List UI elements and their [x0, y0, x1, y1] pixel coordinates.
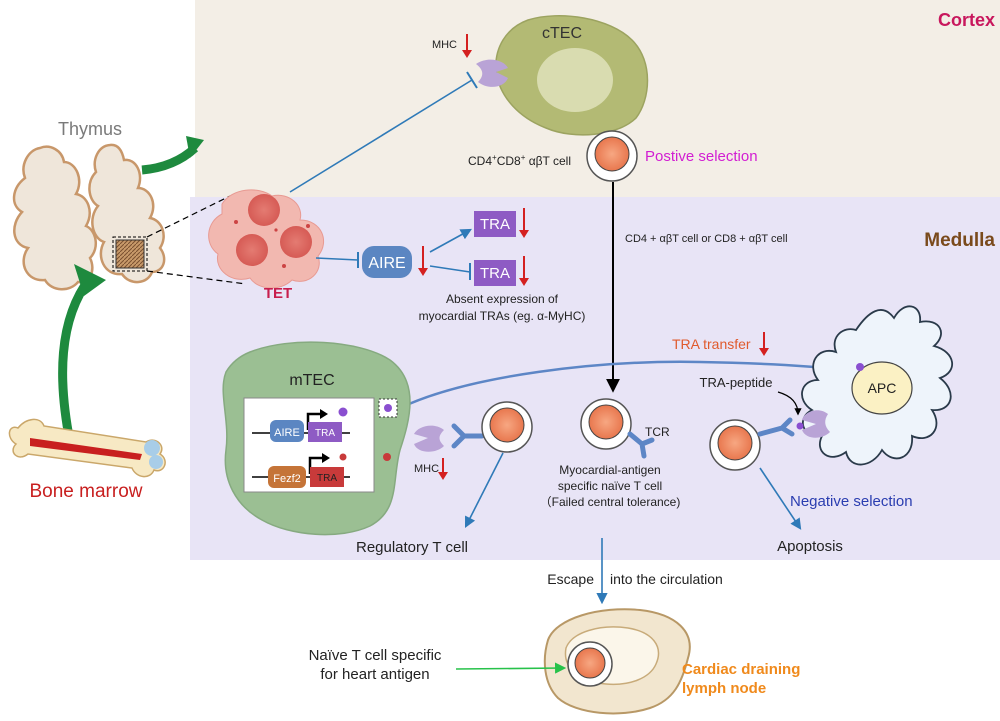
positive-selection-label: Postive selection [645, 148, 758, 165]
thymus-label: Thymus [58, 119, 122, 139]
apc-mhc-icon [802, 410, 830, 438]
inset-tra1-box [308, 422, 342, 442]
tra-bottom-box [474, 260, 516, 286]
treg-precursor-nucleus [489, 407, 525, 443]
tra-transfer-down-arrowhead [759, 348, 769, 356]
gene-expression-inset [243, 397, 375, 493]
tet-inhibit-mhc-bar [466, 71, 478, 89]
inset-aire-label: AIRE [274, 427, 300, 439]
aire-box [362, 246, 412, 278]
treg-tcr-icon [451, 423, 485, 449]
tet-cluster [208, 189, 324, 289]
inset-fezf2-box [268, 466, 306, 488]
naive-tcr-icon [627, 431, 655, 459]
apc-nucleus [851, 361, 913, 415]
thymus-left-lobe [12, 145, 98, 291]
thymus-to-cortex-arrow [141, 144, 199, 175]
lymph-node-line1: Cardiac draining [682, 661, 800, 678]
transfer-source-dot [384, 404, 392, 412]
zoom-line-bottom [146, 270, 247, 285]
apc-label: APC [868, 380, 897, 396]
lymph-node-tcell-nucleus [574, 647, 606, 679]
aire-to-tra-arrow [429, 228, 472, 253]
tet-label: TET [264, 285, 292, 302]
mtec-mhc-label: MHC [414, 463, 439, 475]
regulatory-label: Regulatory T cell [356, 539, 468, 556]
naive-line2: specific naïve T cell [558, 479, 662, 493]
thymus-to-cortex-arrowhead [186, 136, 204, 158]
tra-top-box [474, 211, 516, 237]
tra-peptide-dot [796, 422, 804, 430]
tra-peptide-pointer [777, 391, 802, 416]
tra-bottom-down-arrowhead [519, 278, 529, 286]
tra-peptide-label: TRA-peptide [700, 375, 773, 390]
ctec-mhc-down-arrowhead [462, 50, 472, 58]
tra-bottom-label: TRA [480, 265, 510, 282]
mtec-mhc-down-arrowhead [438, 472, 448, 480]
inset-fezf2-label: Fezf2 [273, 473, 301, 485]
promoter-arrowhead-1 [320, 409, 328, 419]
absent-expression-line2: myocardial TRAs (eg. α-MyHC) [419, 309, 586, 323]
inset-tra1-label: TRA [315, 428, 335, 439]
tumor-region-icon [115, 239, 145, 269]
tra-top-down-arrowhead [519, 230, 529, 238]
bone-marrow-arrow [58, 275, 94, 443]
mtec-label: mTEC [289, 372, 334, 389]
naive-heart-line1: Naïve T cell specific [309, 647, 442, 664]
promoter-arrowhead-2 [322, 453, 330, 463]
sp-cell-label: CD4 + αβT cell or CD8 + αβT cell [625, 233, 788, 245]
tra-transfer-line [399, 360, 849, 410]
naive-line1: Myocardial-antigen [559, 463, 660, 477]
circulation-label: into the circulation [610, 571, 723, 587]
tra-transfer-label: TRA transfer [672, 336, 751, 352]
ctec-nucleus [537, 48, 613, 112]
lymph-node-line2: lymph node [682, 680, 766, 697]
tet-inhibit-mhc-line [289, 79, 473, 193]
cortex-title: Cortex [938, 10, 995, 30]
naive-line3: （Failed central tolerance) [540, 495, 681, 509]
tet-inhibit-aire-line [315, 257, 359, 261]
ctec-label: cTEC [542, 25, 582, 42]
naive-tcell-nucleus [588, 404, 624, 440]
dp-cell-label: CD4+CD8+ αβT cell [468, 153, 571, 168]
zoom-box [112, 236, 148, 272]
aire-label: AIRE [368, 255, 405, 272]
bone-icon [8, 418, 166, 478]
zoom-line-top [146, 195, 231, 238]
aire-to-tra-inhibit-line [429, 265, 471, 273]
negative-selection-label: Negative selection [790, 493, 913, 510]
inset-tra2-dot [339, 453, 347, 461]
naive-heart-pointer [455, 662, 567, 674]
escape-label: Escape [547, 571, 594, 587]
tra-top-label: TRA [480, 216, 510, 233]
to-regulatory-arrow [464, 452, 504, 528]
mtec-tra-dot [383, 453, 391, 461]
bone-marrow-label: Bone marrow [30, 481, 143, 502]
dp-cell-nucleus [594, 136, 630, 172]
inset-aire-box [270, 420, 304, 442]
apc-antigen-dot [856, 363, 864, 371]
negative-selection-tcell-nucleus [717, 425, 753, 461]
absent-expression-line1: Absent expression of [446, 292, 559, 306]
naive-heart-line2: for heart antigen [320, 666, 429, 683]
aire-down-arrowhead [418, 268, 428, 276]
mtec-mhc-icon [414, 425, 444, 452]
inset-tra1-dot [338, 407, 348, 417]
ctec-mhc-icon [476, 59, 508, 87]
to-apoptosis-arrow [759, 467, 802, 530]
medulla-title: Medulla [924, 230, 995, 251]
tcr-label: TCR [645, 425, 670, 439]
inset-tra2-label: TRA [317, 473, 337, 484]
apoptosis-label: Apoptosis [777, 538, 843, 555]
bone-marrow-arrowhead [74, 264, 106, 296]
inset-tra2-box [310, 467, 344, 487]
ctec-mhc-label: MHC [432, 39, 457, 51]
negative-tcr-icon [757, 417, 795, 437]
